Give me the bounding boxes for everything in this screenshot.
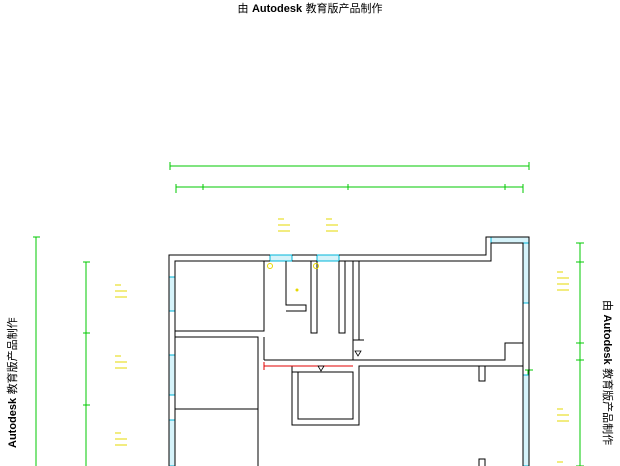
windows [168, 236, 530, 466]
annotation-marks [115, 218, 569, 463]
watermark-prefix: 由 [237, 2, 249, 15]
section-cut [263, 362, 353, 370]
watermark-top: 由 Autodesk 教育版产品制作 [0, 0, 620, 16]
watermark-brand: Autodesk [251, 3, 303, 15]
walls [168, 236, 530, 466]
markers [267, 263, 362, 372]
dimension-lines [33, 162, 584, 466]
watermark-suffix: 教育版产品制作 [305, 2, 383, 15]
